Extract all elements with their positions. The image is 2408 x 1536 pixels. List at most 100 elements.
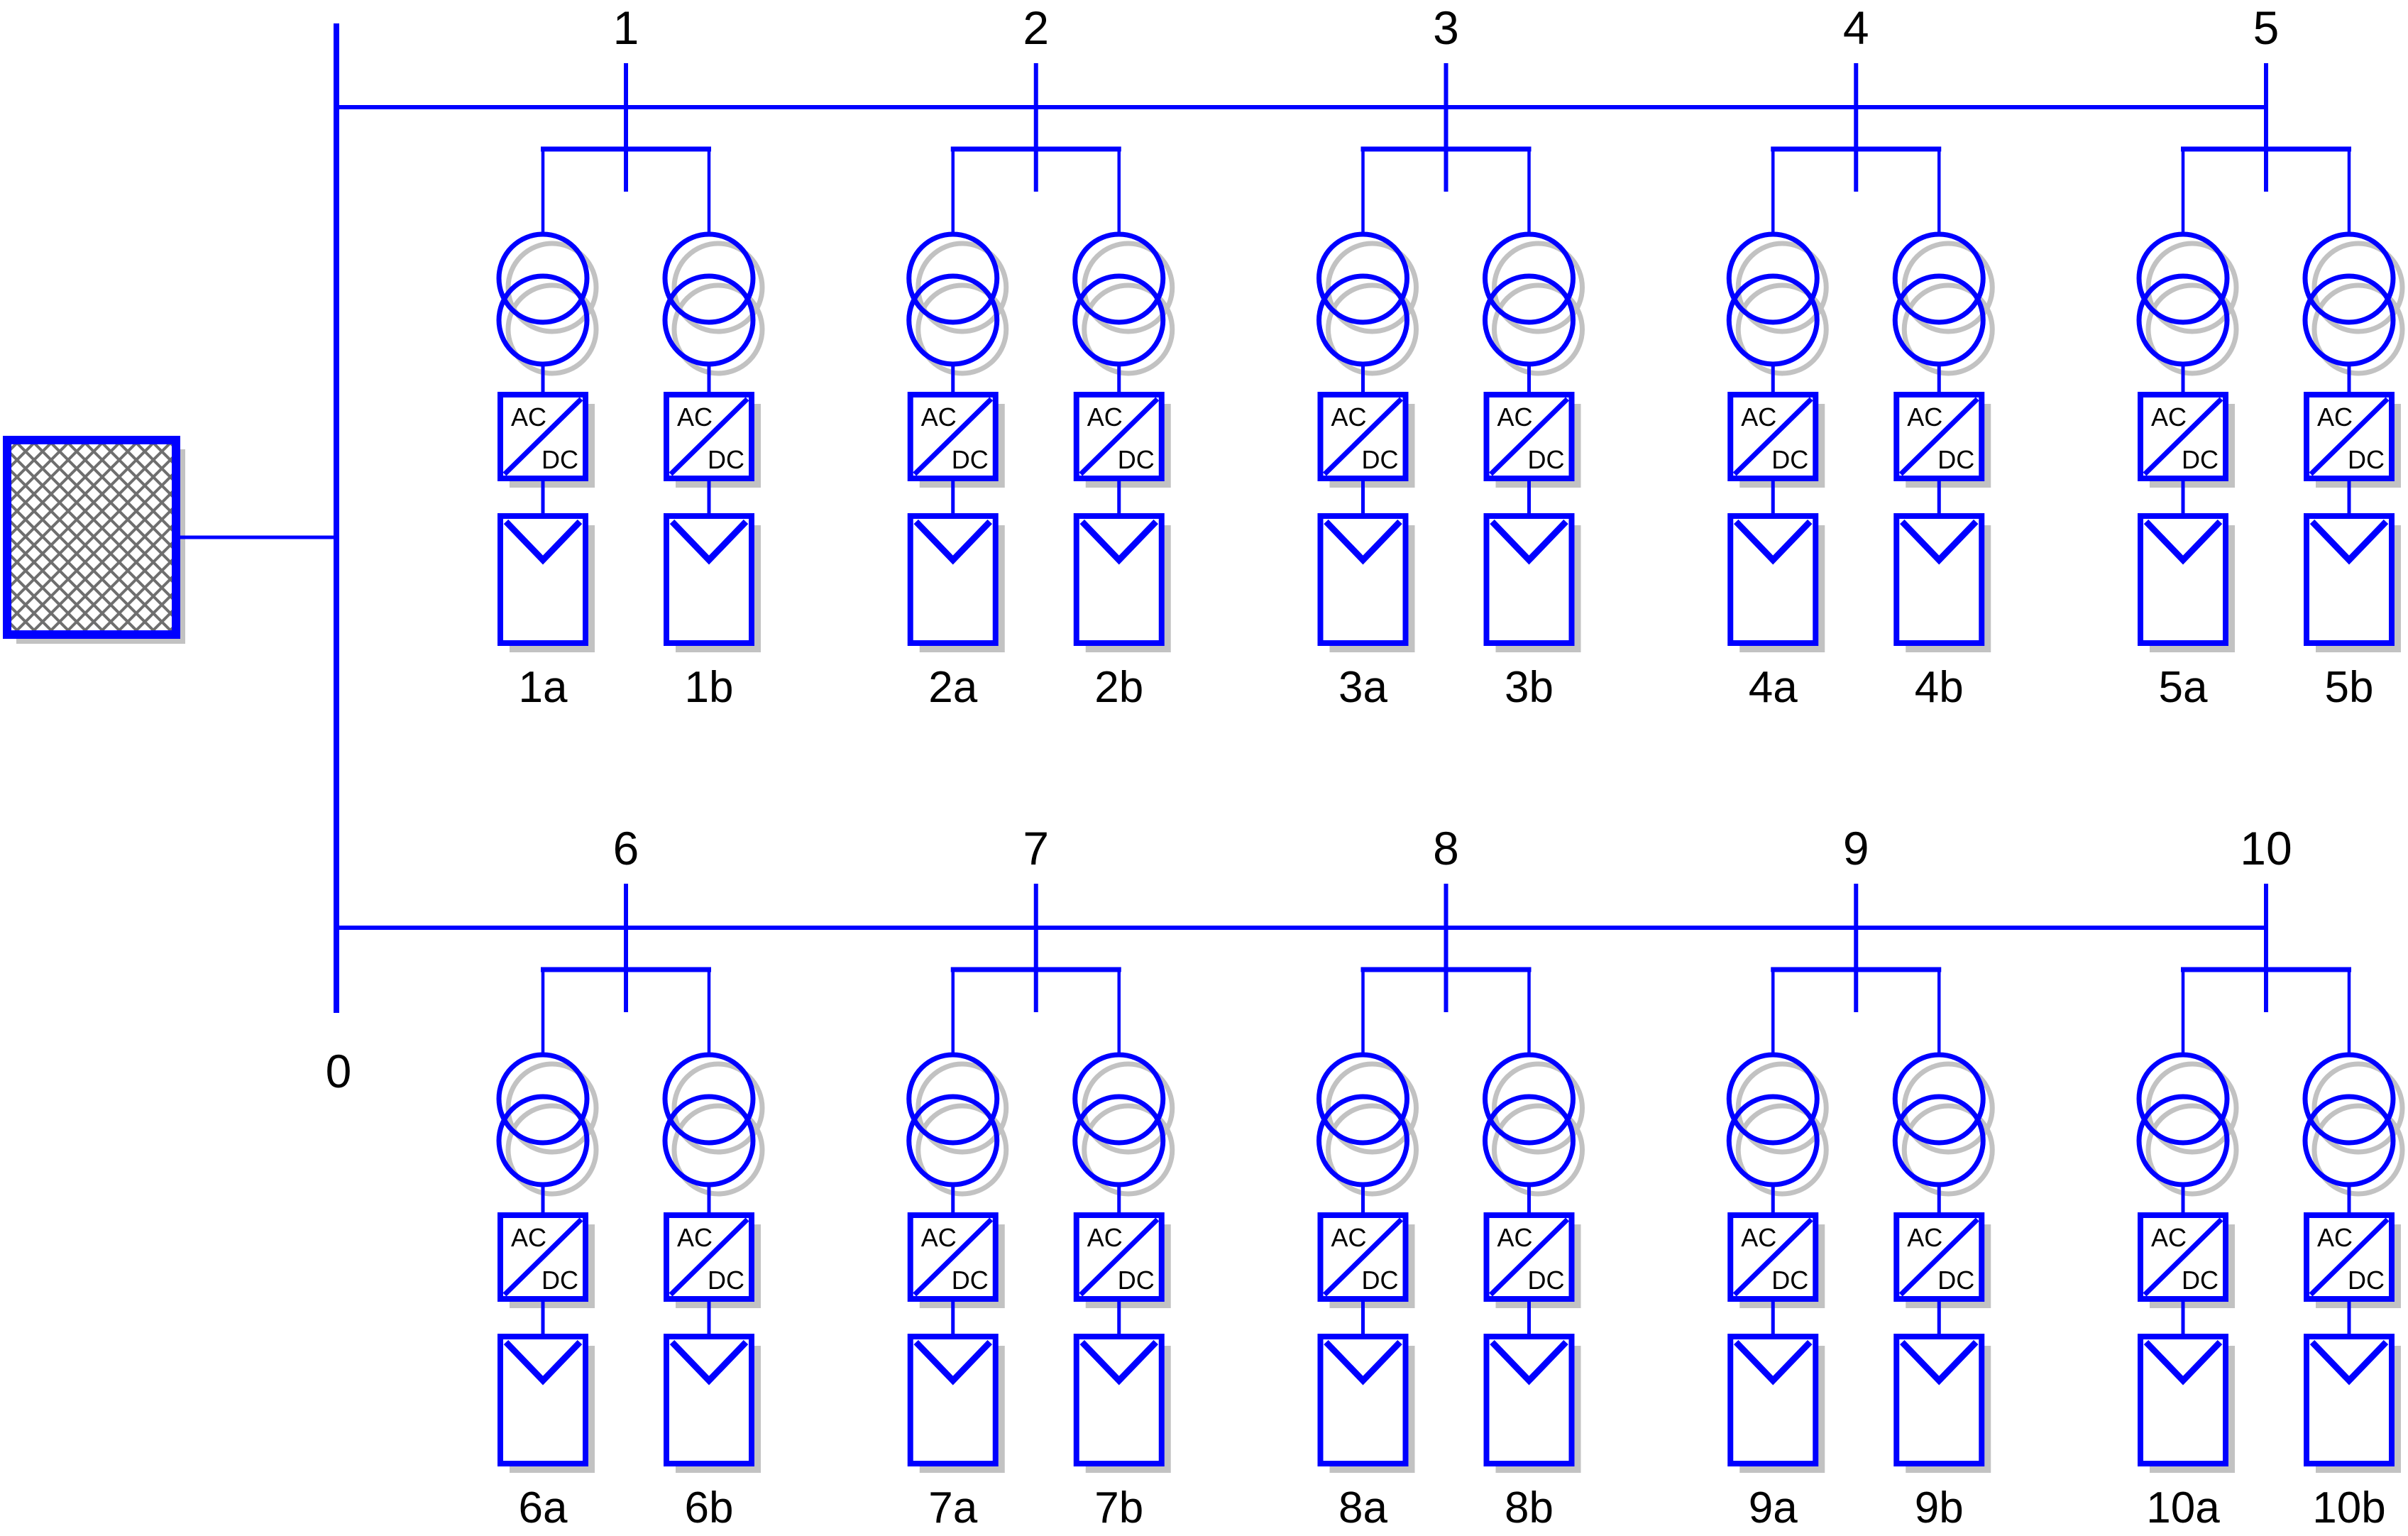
branch-label-3b: 3b bbox=[1505, 663, 1554, 712]
pv-module-4b bbox=[1893, 513, 1991, 652]
pv-module-box bbox=[1073, 513, 1165, 646]
transformer-shadow bbox=[1735, 1103, 1829, 1197]
branch-label-6a: 6a bbox=[519, 1483, 568, 1532]
branch-label-9a: 9a bbox=[1749, 1483, 1798, 1532]
pv-chevron bbox=[2309, 519, 2389, 565]
pv-module-1a bbox=[497, 513, 595, 652]
transformer-4a bbox=[1726, 231, 1829, 376]
transformer-8b bbox=[1483, 1052, 1585, 1197]
pv-module-10b bbox=[2304, 1334, 2401, 1473]
bus-1-number: 1 bbox=[613, 1, 639, 54]
transformer-primary-circle bbox=[1483, 1052, 1576, 1146]
pv-chevron bbox=[2143, 519, 2223, 565]
pv-module-box bbox=[2138, 1334, 2228, 1466]
transformer-shadow bbox=[2311, 1061, 2405, 1155]
converter-ac-label: AC bbox=[1087, 402, 1123, 432]
bus-2-number: 2 bbox=[1023, 1, 1049, 54]
branch-label-10a: 10a bbox=[2146, 1483, 2220, 1532]
pv-module-5a bbox=[2138, 513, 2235, 652]
external-grid-symbol bbox=[3, 436, 185, 644]
transformer-primary-circle bbox=[1316, 1052, 1409, 1146]
converter-ac-label: AC bbox=[2317, 402, 2353, 432]
transformer-shadow bbox=[671, 1061, 765, 1155]
converter-diagonal bbox=[1489, 1217, 1569, 1297]
pv-module-box bbox=[1727, 513, 1819, 646]
converter-ac-label: AC bbox=[1907, 402, 1942, 432]
transformer-9a bbox=[1726, 1052, 1829, 1197]
pv-chevron bbox=[1900, 519, 1979, 565]
converter-diagonal bbox=[502, 1217, 583, 1297]
converter-ac-label: AC bbox=[2151, 1223, 2187, 1252]
converter-dc-label: DC bbox=[708, 445, 744, 474]
pv-chevron bbox=[1079, 1339, 1158, 1386]
transformer-primary-circle bbox=[1892, 1052, 1986, 1146]
transformer-shadow bbox=[1326, 1103, 1419, 1197]
pv-module-8a bbox=[1317, 1334, 1415, 1473]
transformer-shadow bbox=[505, 282, 599, 376]
pv-chevron bbox=[913, 519, 992, 565]
transformer-shadow bbox=[916, 282, 1009, 376]
pv-chevron bbox=[2143, 1339, 2223, 1386]
branch-label-3a: 3a bbox=[1338, 663, 1387, 712]
branch-label-10b: 10b bbox=[2312, 1483, 2385, 1532]
converter-dc-label: DC bbox=[2182, 445, 2219, 474]
transformer-primary-circle bbox=[1726, 1052, 1820, 1146]
converter-ac-label: AC bbox=[1907, 1223, 1942, 1252]
transformer-primary-circle bbox=[496, 231, 590, 325]
bus-5-number: 5 bbox=[2253, 1, 2280, 54]
converter-dc-label: DC bbox=[541, 445, 578, 474]
transformer-shadow bbox=[1492, 1103, 1585, 1197]
pv-module-9b bbox=[1893, 1334, 1991, 1473]
pv-chevron bbox=[1079, 519, 1158, 565]
bus-3-number: 3 bbox=[1433, 1, 1459, 54]
transformer-primary-circle bbox=[662, 1052, 756, 1146]
transformer-shadow bbox=[1082, 1061, 1175, 1155]
branch-label-8b: 8b bbox=[1505, 1483, 1554, 1532]
transformer-6b bbox=[662, 1052, 765, 1197]
converter-ac-label: AC bbox=[1741, 1223, 1776, 1252]
converter-dc-label: DC bbox=[1937, 1266, 1974, 1295]
transformer-3b bbox=[1483, 231, 1585, 376]
transformer-primary-circle bbox=[2302, 231, 2396, 325]
transformer-1a bbox=[496, 231, 599, 376]
pv-module-7b bbox=[1073, 1334, 1171, 1473]
transformer-shadow bbox=[2145, 282, 2239, 376]
transformer-shadow bbox=[671, 282, 765, 376]
bus-8-number: 8 bbox=[1433, 822, 1459, 874]
transformer-5b bbox=[2302, 231, 2405, 376]
converter-dc-label: DC bbox=[1771, 1266, 1808, 1295]
converter-ac-label: AC bbox=[2317, 1223, 2353, 1252]
transformer-shadow bbox=[1901, 241, 1995, 334]
converter-diagonal bbox=[1898, 1217, 1979, 1297]
converter-ac-label: AC bbox=[921, 402, 957, 432]
converter-diagonal bbox=[1489, 397, 1569, 476]
converter-dc-label: DC bbox=[1118, 445, 1155, 474]
branch-label-4b: 4b bbox=[1915, 663, 1964, 712]
pv-module-box bbox=[497, 1334, 588, 1466]
transformer-2b bbox=[1072, 231, 1175, 376]
transformer-7a bbox=[906, 1052, 1009, 1197]
transformer-shadow bbox=[671, 1103, 765, 1197]
